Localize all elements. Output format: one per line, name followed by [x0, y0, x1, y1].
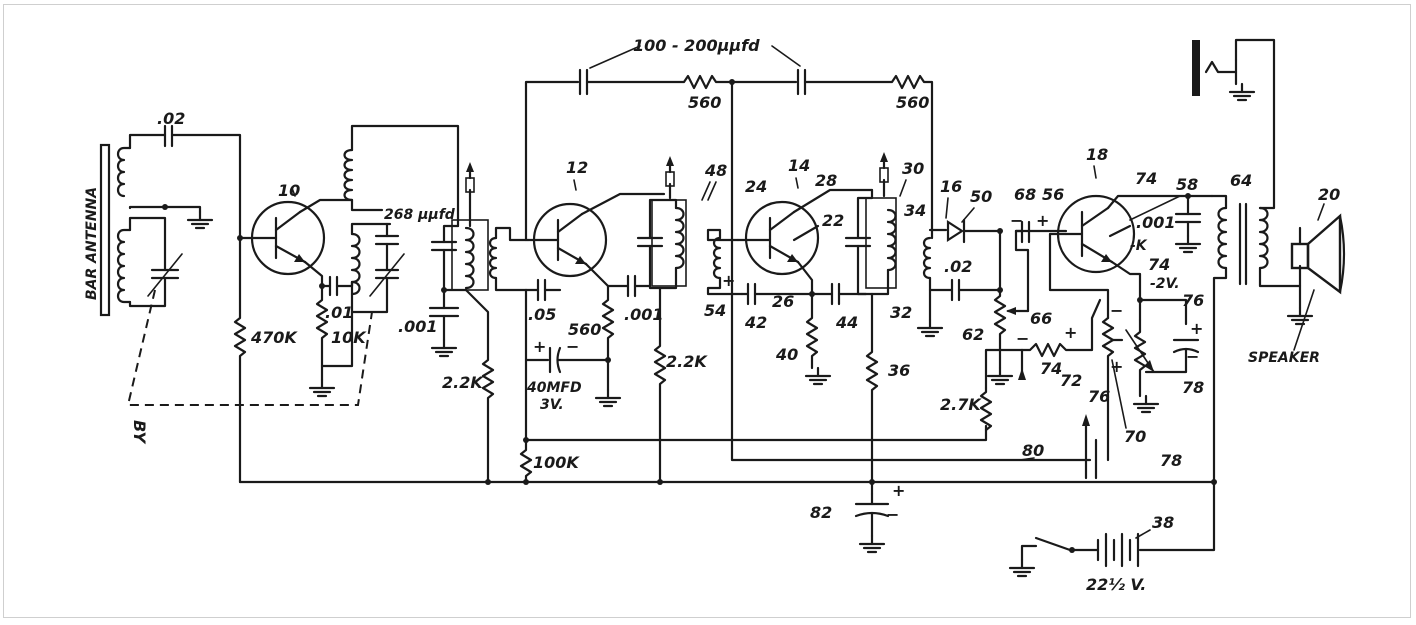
ref-label: 10	[278, 181, 300, 200]
speaker-label: SPEAKER	[1248, 350, 1320, 366]
battery-label: 22½ V.	[1086, 575, 1146, 594]
ref-label: 28	[815, 171, 837, 190]
resistor-label: 2.7K	[940, 395, 982, 414]
transistor-12	[526, 202, 608, 278]
cap-label: .01	[325, 303, 353, 322]
ref-label: 20	[1318, 185, 1340, 204]
cap-label: .02	[944, 257, 972, 276]
cap-268-label: 268 μμfd	[384, 207, 456, 223]
transistor-18	[1056, 194, 1136, 274]
ref-label: 82	[810, 503, 832, 522]
ref-label: 58	[1176, 175, 1198, 194]
ref-label: 32	[890, 303, 912, 322]
plus-sign: +	[1190, 319, 1203, 338]
ref-label: 74	[1148, 255, 1170, 274]
ref-label: 48	[704, 161, 727, 180]
ref-label: 78	[1182, 378, 1204, 397]
cap-label: .02	[157, 109, 185, 128]
resistor-label: 560	[896, 93, 929, 112]
ref-label: 56	[1042, 185, 1064, 204]
figure-frame	[3, 4, 1411, 618]
feedback-caps-label: 100 - 200μμfd	[633, 36, 760, 55]
ref-label: 30	[902, 159, 924, 178]
ref-label: 16	[940, 177, 962, 196]
plus-sign: +	[533, 337, 546, 356]
cap-40mfd-label: 40MFD	[526, 380, 582, 396]
minus-sign: −	[1010, 211, 1023, 230]
minus-sign: −	[1186, 347, 1199, 366]
ref-label: 76	[1182, 291, 1204, 310]
bias-label: -2V.	[1150, 276, 1180, 292]
ref-label: 24	[745, 177, 767, 196]
plus-sign: +	[1036, 211, 1049, 230]
minus-sign: −	[1110, 301, 1123, 320]
ref-label: 12	[566, 158, 588, 177]
ref-label: 42	[744, 313, 767, 332]
resistor-label: 560	[688, 93, 721, 112]
ref-label: 14	[788, 156, 810, 175]
ref-label: 34	[904, 201, 926, 220]
ref-label: 44	[835, 313, 858, 332]
plus-sign: +	[722, 271, 735, 290]
resistor-label: 2.2K	[666, 352, 708, 371]
ref-label: 74	[1135, 169, 1157, 188]
cap-label: .001	[398, 317, 437, 336]
ref-label: 36	[888, 361, 910, 380]
bar-antenna	[99, 143, 132, 317]
ref-label: 66	[1030, 309, 1052, 328]
ref-label: 40	[775, 345, 798, 364]
resistor-label: 560	[568, 320, 601, 339]
plus-sign: +	[1064, 323, 1077, 342]
cap-label: .001	[624, 305, 663, 324]
ref-label: 64	[1230, 171, 1252, 190]
ref-label: 38	[1152, 513, 1174, 532]
ref-label: 70	[1124, 427, 1146, 446]
ref-label: 18	[1086, 145, 1108, 164]
transistor-14	[736, 200, 820, 276]
ref-label: 50	[970, 187, 992, 206]
ref-label: 22	[822, 211, 844, 230]
minus-sign: −	[566, 337, 579, 356]
resistor-label: 10K	[331, 328, 367, 347]
ref-label: 54	[704, 301, 726, 320]
ref-label: 62	[962, 325, 984, 344]
ref-label: 80	[1022, 441, 1044, 460]
ref-label: 68	[1014, 185, 1036, 204]
resistor-label: 100K	[533, 453, 580, 472]
minus-sign: −	[1016, 329, 1029, 348]
cap-40mfd-voltage: 3V.	[540, 397, 564, 413]
k-label: -K	[1130, 238, 1148, 254]
plus-sign: +	[1110, 357, 1123, 376]
by-label: BY	[130, 420, 149, 444]
cap-label: .001	[1136, 213, 1175, 232]
resistor-label: 470K	[250, 328, 298, 347]
minus-sign: −	[886, 505, 899, 524]
ref-label: 76	[1088, 387, 1110, 406]
ref-label: 72	[1060, 371, 1082, 390]
ref-label: 74	[1040, 359, 1062, 378]
plus-sign: +	[892, 481, 905, 500]
ref-label: 78	[1160, 451, 1182, 470]
transistor-10	[238, 200, 326, 276]
ref-label: 26	[772, 292, 794, 311]
resistor-label: 2.2K	[442, 373, 484, 392]
cap-label: .05	[528, 305, 556, 324]
antenna-label: BAR ANTENNA	[84, 187, 100, 300]
